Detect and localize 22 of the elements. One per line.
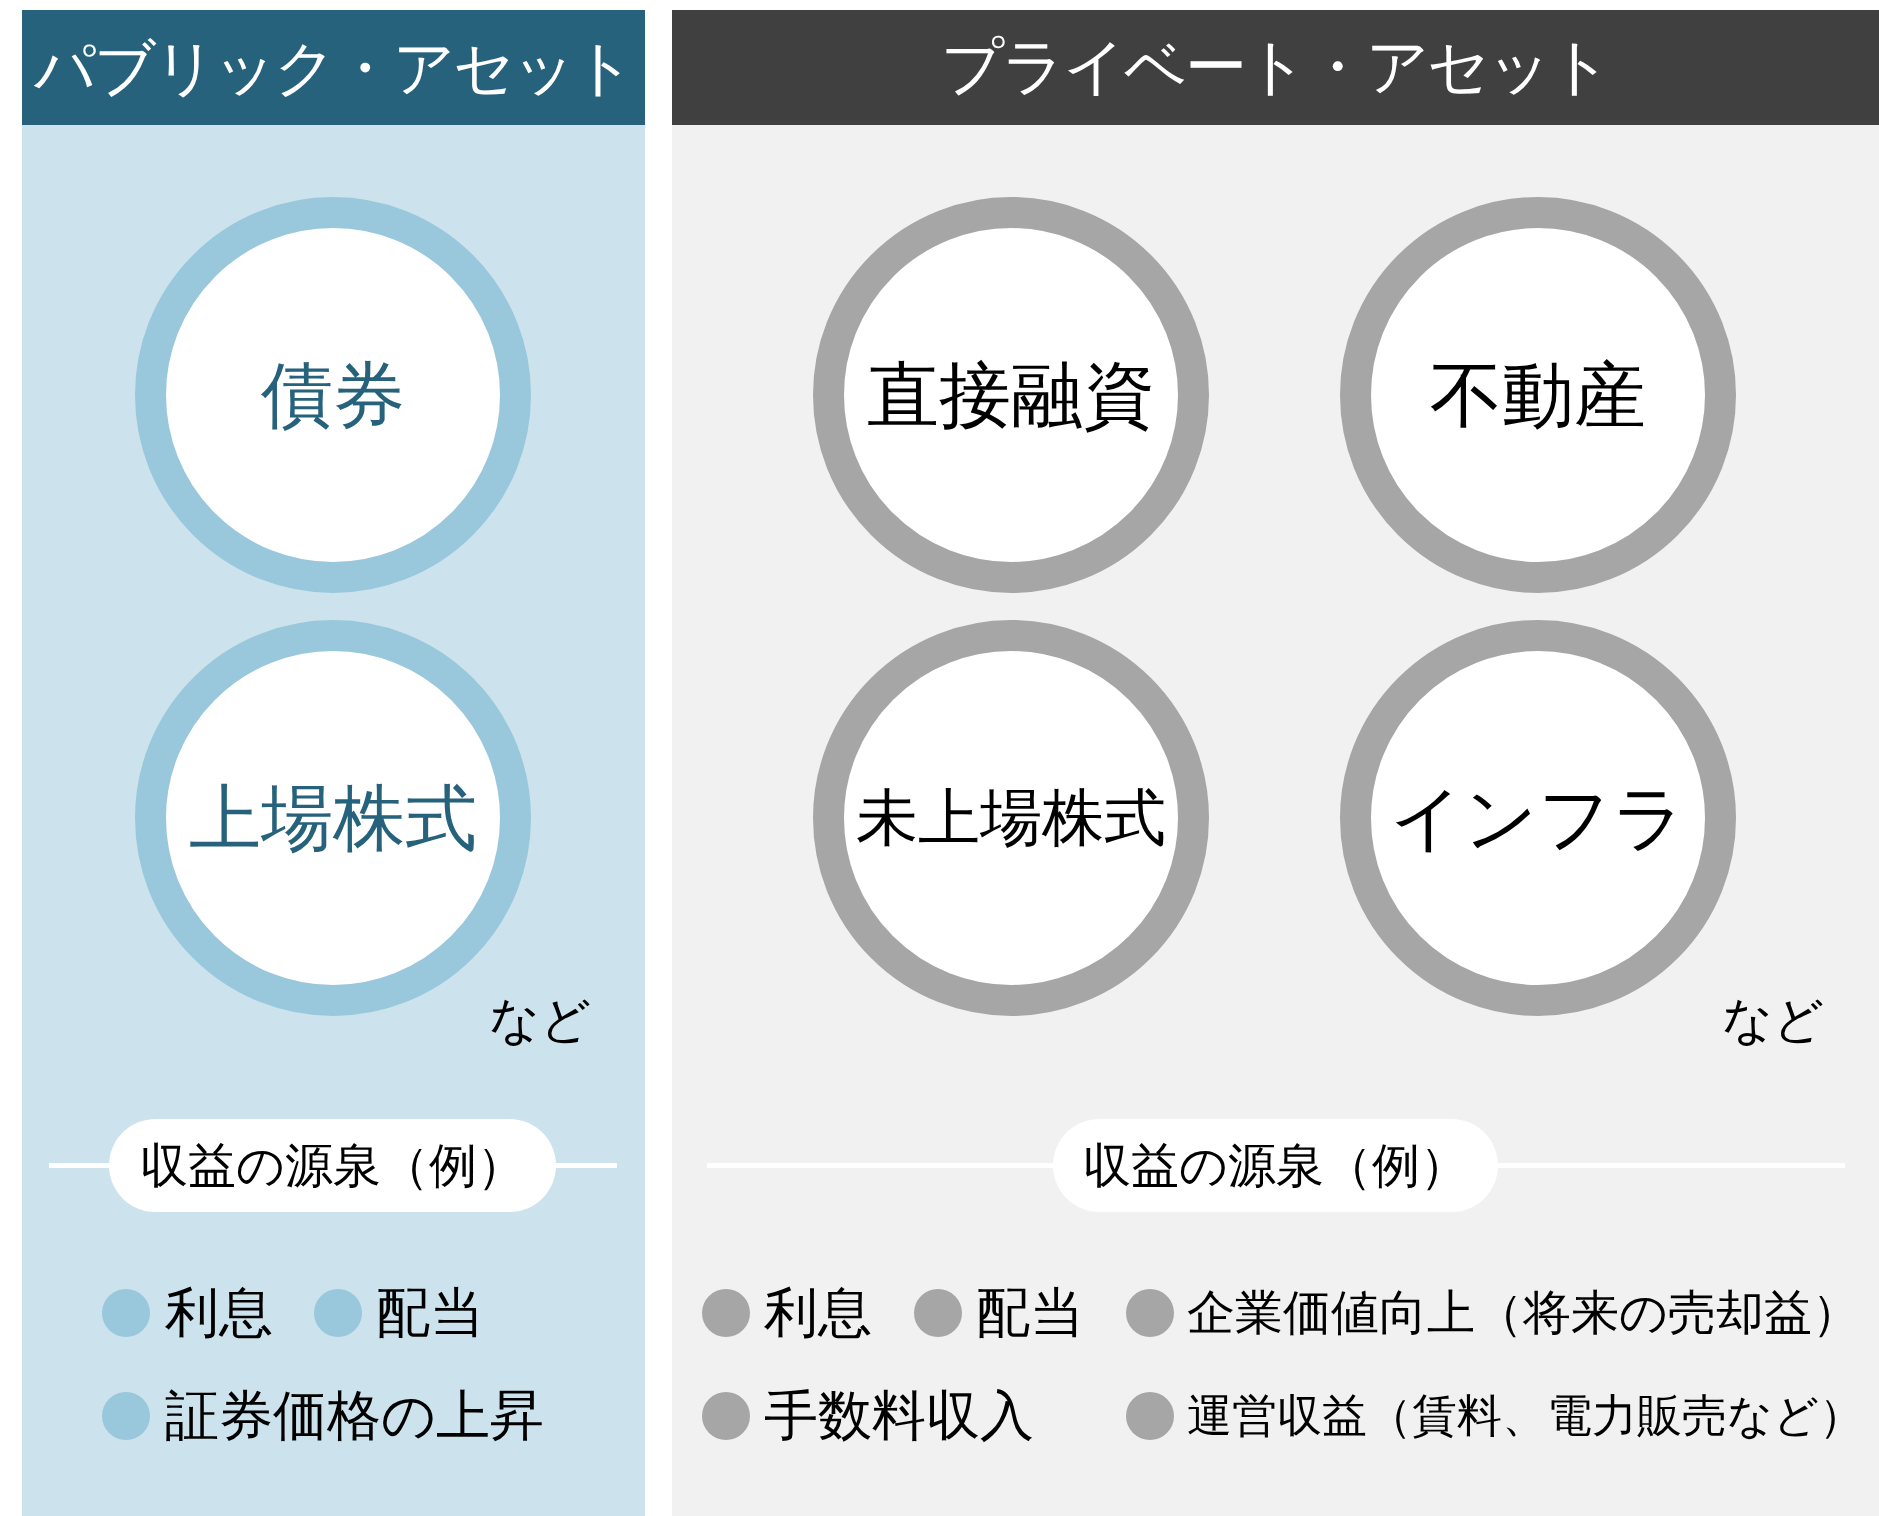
- income-item-text: 利息: [165, 1280, 273, 1346]
- panel-background: [22, 10, 645, 1516]
- income-item-text: 手数料収入: [764, 1383, 1034, 1449]
- circle-label: インフラ: [1390, 774, 1686, 862]
- circle-label: 未上場株式: [856, 780, 1166, 856]
- circle-label: 債券: [261, 351, 405, 439]
- income-item-text: 配当: [976, 1280, 1084, 1346]
- panel-header: プライベート・アセット: [672, 10, 1879, 125]
- panel-background: [672, 10, 1879, 1516]
- income-item-text: 配当: [376, 1280, 484, 1346]
- circle-label: 上場株式: [189, 774, 477, 862]
- income-item-text: 利息: [764, 1280, 872, 1346]
- income-item-text: 証券価格の上昇: [165, 1383, 544, 1449]
- heading-text: 収益の源泉（例）: [1083, 1136, 1468, 1195]
- note-text: など: [1722, 990, 1824, 1050]
- income-item-text: 企業価値向上（将来の売却益）: [1187, 1284, 1860, 1342]
- circle-label: 直接融資: [867, 351, 1155, 439]
- heading-text: 収益の源泉（例）: [140, 1136, 525, 1195]
- circle-label: 不動産: [1430, 351, 1646, 439]
- note-text: など: [489, 990, 591, 1050]
- panel-header: パブリック・アセット: [22, 10, 645, 125]
- income-item-text: 運営収益（賃料、電力販売など）: [1187, 1389, 1864, 1443]
